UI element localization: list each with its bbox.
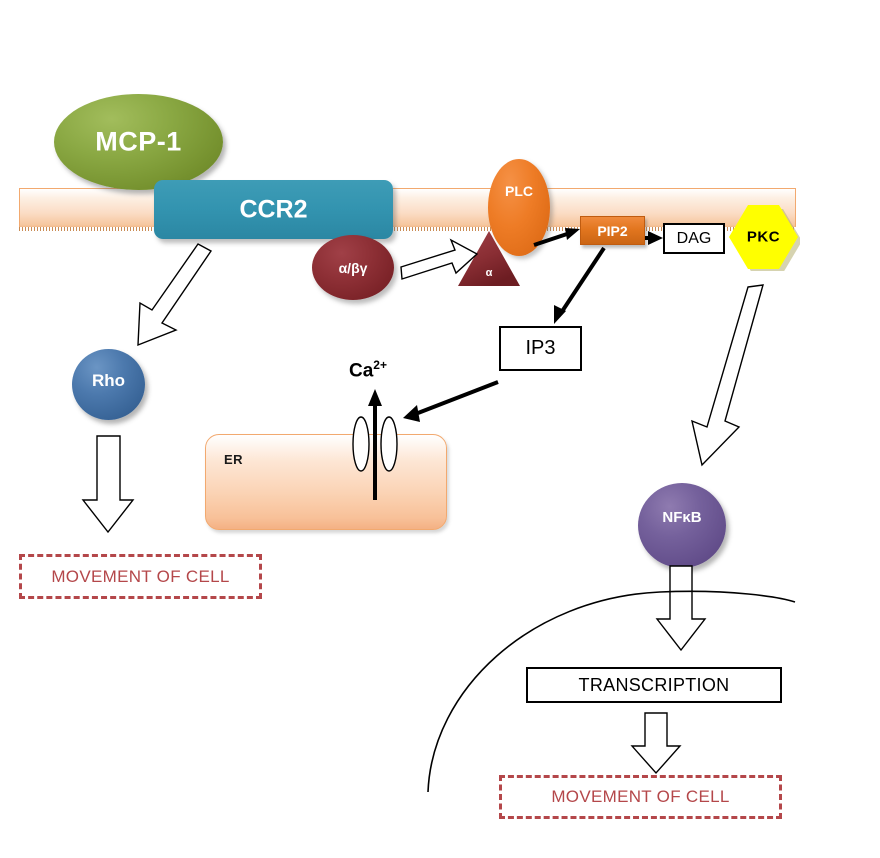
- node-mcp1-label: MCP-1: [95, 126, 182, 157]
- node-rho-label: Rho: [91, 371, 126, 390]
- node-ccr2-label: CCR2: [239, 195, 308, 223]
- node-movement-of-cell-left[interactable]: MOVEMENT OF CELL: [19, 554, 262, 599]
- node-pip2[interactable]: PIP2: [580, 216, 645, 245]
- node-plc-label: PLC: [505, 183, 533, 199]
- hexagon-icon: [729, 205, 802, 273]
- node-dag-label: DAG: [676, 229, 712, 247]
- node-g-protein[interactable]: α/βγ: [312, 235, 394, 300]
- node-mcp1[interactable]: MCP-1: [54, 94, 223, 190]
- label-calcium-charge: 2+: [373, 358, 387, 372]
- node-pip2-label: PIP2: [597, 222, 628, 239]
- node-transcription-label: TRANSCRIPTION: [578, 674, 730, 695]
- plasma-membrane: [19, 188, 796, 229]
- node-movement-of-cell-bottom[interactable]: MOVEMENT OF CELL: [499, 775, 782, 819]
- node-pkc[interactable]: PKC: [727, 203, 802, 273]
- node-pkc-label: PKC: [746, 228, 781, 246]
- node-ip3[interactable]: IP3: [499, 326, 582, 371]
- node-nfkb[interactable]: NFκB: [638, 483, 726, 568]
- node-plc[interactable]: PLC: [488, 159, 550, 256]
- edge-pip2-to-dag: [645, 231, 663, 245]
- node-rho[interactable]: Rho: [72, 349, 145, 420]
- label-calcium-text: Ca: [349, 360, 374, 382]
- edge-ccr2-to-rho: [137, 243, 213, 347]
- node-ccr2[interactable]: CCR2: [154, 180, 393, 239]
- node-er-label: ER: [224, 452, 244, 467]
- node-g-protein-label: α/βγ: [338, 259, 368, 276]
- node-nfkb-label: NFκB: [662, 509, 702, 526]
- node-ip3-label: IP3: [525, 337, 556, 359]
- edge-ip3-to-er-channel: [403, 380, 499, 422]
- plasma-membrane-inner-leaflet: [19, 227, 796, 231]
- edge-nfkb-to-transcription: [655, 565, 707, 652]
- edge-transcription-to-movement-bottom: [630, 712, 682, 775]
- node-transcription[interactable]: TRANSCRIPTION: [526, 667, 782, 703]
- node-movement-of-cell-left-label: MOVEMENT OF CELL: [51, 566, 230, 586]
- node-er[interactable]: ER: [205, 434, 447, 530]
- label-calcium: Ca2+: [349, 358, 387, 382]
- edge-rho-to-movement-left: [81, 435, 135, 534]
- edge-pkc-to-nfkb: [691, 284, 764, 467]
- node-movement-of-cell-bottom-label: MOVEMENT OF CELL: [551, 787, 730, 806]
- node-dag[interactable]: DAG: [663, 223, 725, 254]
- node-alpha-subunit-label: α: [485, 267, 493, 279]
- edge-pip2-to-ip3: [554, 246, 606, 324]
